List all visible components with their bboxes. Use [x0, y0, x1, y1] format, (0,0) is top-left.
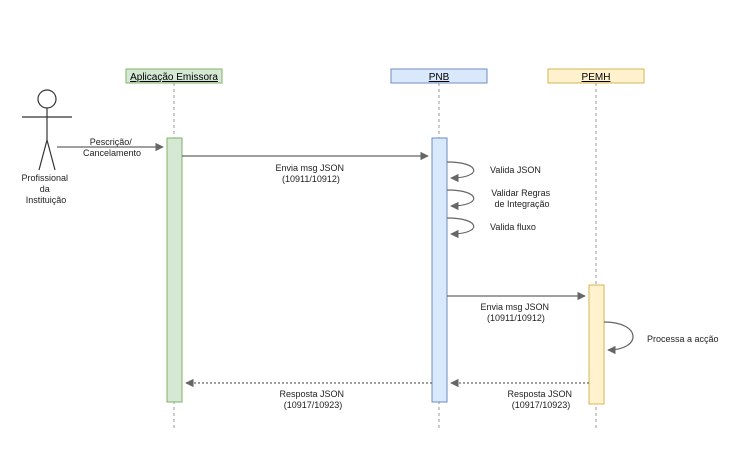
message-envia-pnb: Envia msg JSON (10911/10912)	[182, 151, 429, 184]
self-message-valida-fluxo: Valida fluxo	[446, 217, 536, 239]
actor-label-line-1: Profissional	[21, 173, 68, 183]
self-message-valida-fluxo-arrow	[446, 217, 475, 239]
actor-left-leg	[38, 139, 48, 171]
return-resposta-pnb: Resposta JSON (10917/10923)	[185, 378, 432, 410]
return-resposta-pnb-line-2: (10917/10923)	[284, 400, 343, 410]
self-message-validar-regras-line-2: de Integração	[494, 199, 549, 209]
participant-pnb-label: PNB	[429, 72, 450, 83]
message-envia-pemh-line-2: (10911/10912)	[487, 313, 545, 323]
self-message-validar-regras-arrow	[446, 189, 475, 211]
return-resposta-pnb-label: Resposta JSON (10917/10923)	[279, 389, 346, 410]
actor-profissional[interactable]: Profissional da Instituição	[21, 89, 72, 205]
self-message-processa-line-1: Processa a acção	[647, 334, 719, 344]
self-message-processa: Processa a acção	[603, 321, 719, 355]
message-envia-pemh-label: Envia msg JSON (10911/10912)	[480, 302, 551, 323]
actor-head	[37, 89, 57, 109]
activation-emissora	[166, 137, 183, 403]
return-resposta-pemh-line-1: Resposta JSON	[507, 389, 572, 399]
self-message-valida-json-label: Valida JSON	[490, 165, 541, 175]
participant-pemh-box	[547, 68, 645, 84]
actor-label-line-3: Instituição	[26, 195, 67, 205]
self-message-processa-label: Processa a acção	[647, 334, 719, 344]
message-envia-pemh-line-1: Envia msg JSON	[480, 302, 549, 312]
participant-pemh-label: PEMH	[582, 72, 611, 83]
message-envia-pnb-line-2: (10911/10912)	[282, 174, 340, 184]
participant-emissora[interactable]: Aplicação Emissora	[125, 68, 223, 84]
self-message-validar-regras-line-1: Validar Regras	[491, 188, 550, 198]
message-prescricao: Pescrição/ Cancelamento	[57, 137, 164, 158]
self-message-valida-json: Valida JSON	[446, 161, 541, 183]
return-resposta-pemh: Resposta JSON (10917/10923)	[450, 378, 589, 410]
self-message-valida-fluxo-line-1: Valida fluxo	[490, 222, 536, 232]
message-prescricao-label: Pescrição/ Cancelamento	[83, 137, 141, 158]
participant-emissora-label: Aplicação Emissora	[130, 72, 218, 83]
return-resposta-pemh-line-2: (10917/10923)	[512, 400, 571, 410]
message-prescricao-line-2: Cancelamento	[83, 148, 141, 158]
self-message-valida-json-line-1: Valida JSON	[490, 165, 541, 175]
message-envia-pemh: Envia msg JSON (10911/10912)	[447, 291, 586, 323]
self-message-valida-json-arrow	[446, 161, 475, 183]
activation-pnb	[431, 137, 448, 403]
actor-label: Profissional da Instituição	[21, 173, 70, 205]
participant-pnb-box	[390, 68, 488, 84]
actor-right-leg	[46, 139, 56, 171]
return-resposta-pnb-line-1: Resposta JSON	[279, 389, 344, 399]
participant-pnb[interactable]: PNB	[390, 68, 488, 84]
actor-label-line-2: da	[40, 184, 50, 194]
activation-pemh	[588, 284, 605, 405]
participant-emissora-box	[125, 68, 223, 84]
message-envia-pnb-label: Envia msg JSON (10911/10912)	[275, 163, 346, 184]
self-message-validar-regras: Validar Regras de Integração	[446, 188, 552, 211]
self-message-processa-arrow	[603, 321, 634, 355]
participant-pemh[interactable]: PEMH	[547, 68, 645, 84]
message-prescricao-line-1: Pescrição/	[90, 137, 133, 147]
self-message-validar-regras-label: Validar Regras de Integração	[491, 188, 552, 209]
return-resposta-pemh-label: Resposta JSON (10917/10923)	[507, 389, 574, 410]
self-message-valida-fluxo-label: Valida fluxo	[490, 222, 536, 232]
message-envia-pnb-line-1: Envia msg JSON	[275, 163, 344, 173]
